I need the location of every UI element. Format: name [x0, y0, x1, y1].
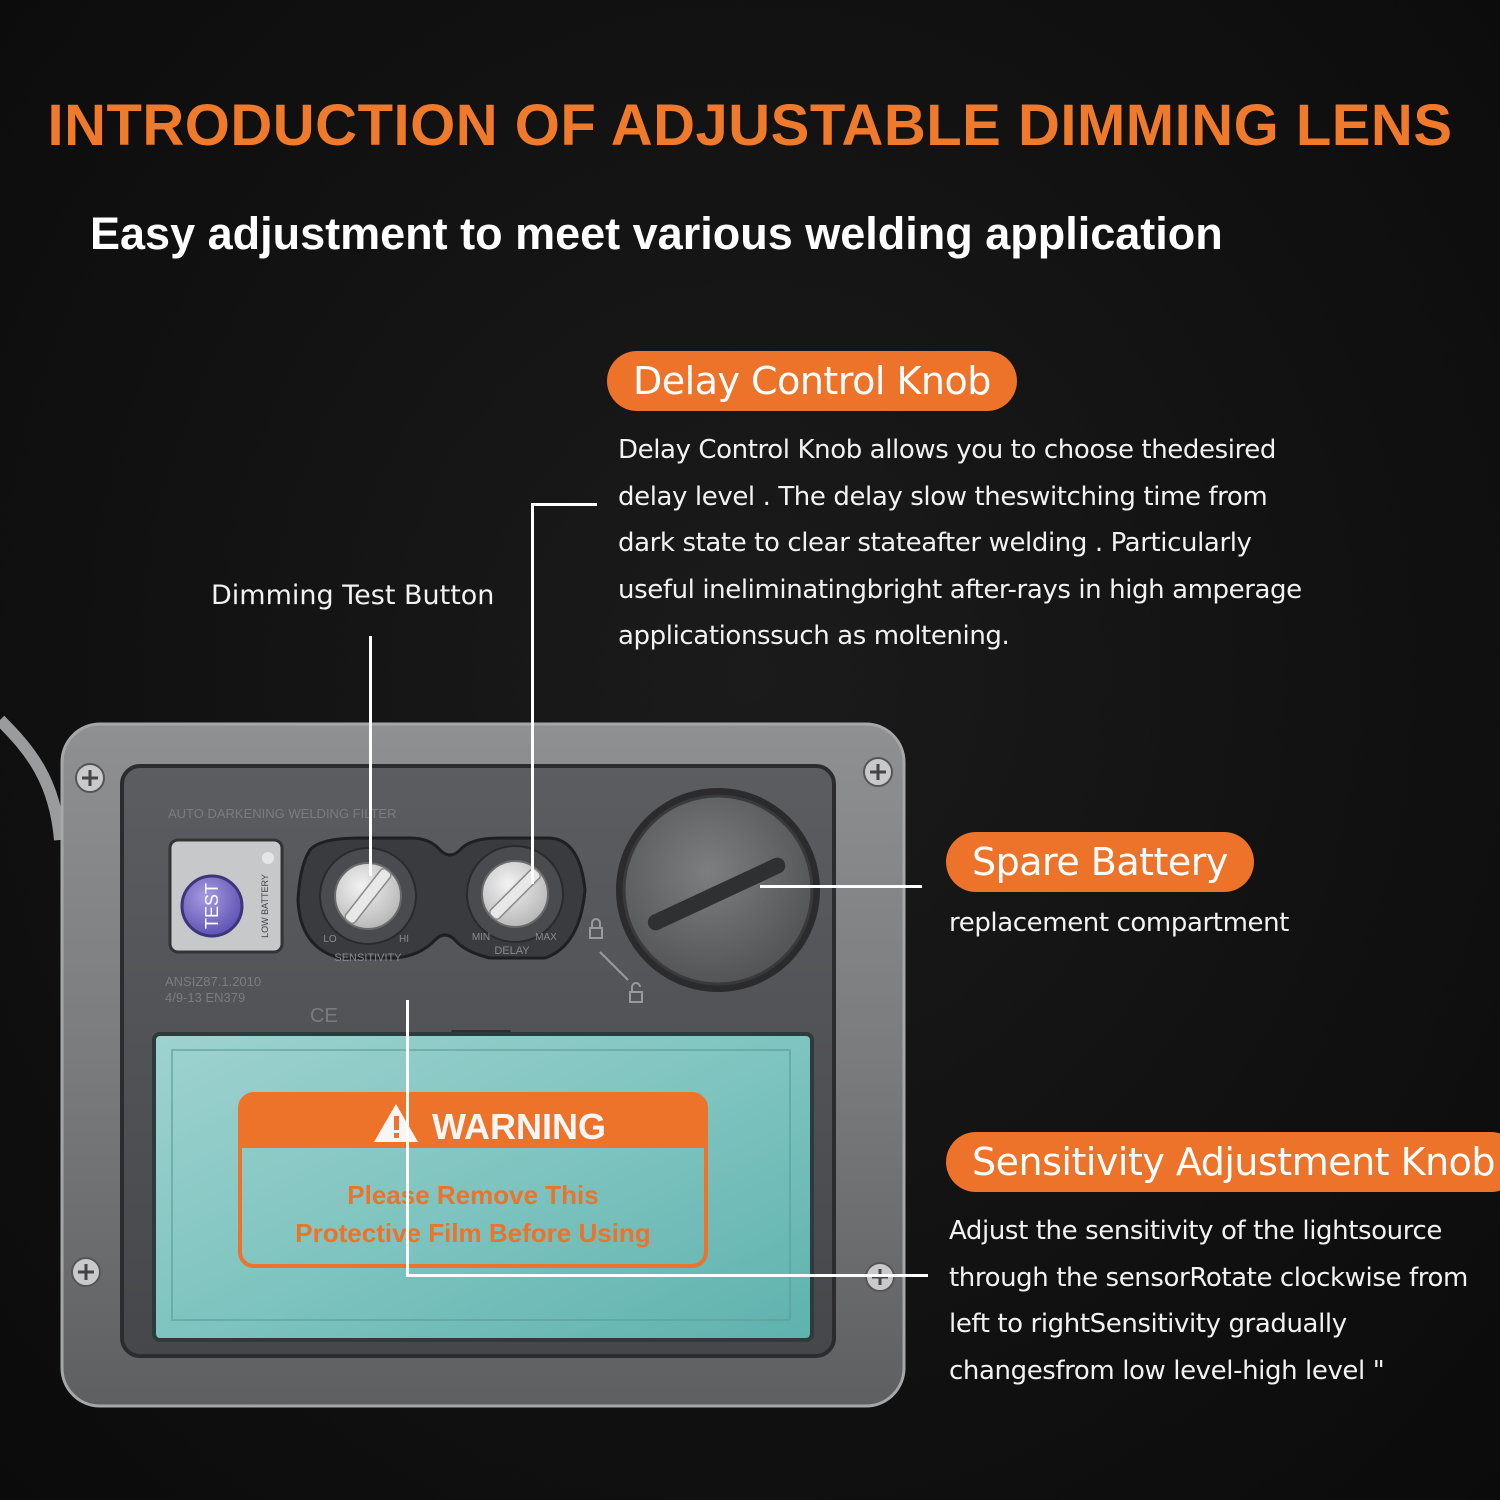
dimming-lens-device: AUTO DARKENING WELDING FILTER TEST LOW B…	[0, 715, 906, 1408]
delay-leader-line-vertical	[531, 504, 534, 884]
ce-mark: CE	[310, 1005, 338, 1027]
delay-dial-label: DELAY	[494, 945, 530, 957]
sensitivity-lo-label: LO	[323, 934, 337, 945]
standard-text-line2: 4/9-13 EN379	[165, 990, 245, 1005]
spare-battery-description: replacement compartment	[949, 908, 1289, 938]
sensitivity-knob-grip	[344, 867, 392, 925]
spare-battery-label: Spare Battery	[946, 832, 1254, 892]
arrow-icon	[599, 951, 629, 981]
delay-leader-line-horizontal	[531, 503, 597, 506]
page-title: INTRODUCTION OF ADJUSTABLE DIMMING LENS	[47, 93, 1453, 158]
brand-text: AUTO DARKENING WELDING FILTER	[168, 806, 397, 821]
warning-header	[240, 1094, 706, 1148]
battery-cover-slot	[647, 857, 786, 931]
screw-icon	[75, 763, 105, 793]
low-battery-led	[262, 852, 274, 864]
screw-icon	[71, 1257, 101, 1287]
screw-icon	[865, 1262, 895, 1292]
delay-knob-grip	[489, 868, 541, 920]
screw-icon	[863, 757, 893, 787]
lock-icon	[589, 918, 603, 939]
test-button-leader-line	[369, 636, 372, 876]
sensitivity-leader-line-horizontal	[406, 1274, 928, 1277]
cable	[0, 715, 66, 841]
standard-text-line1: ANSIZ87.1.2010	[165, 974, 261, 989]
battery-leader-line	[760, 885, 922, 888]
delay-control-knob-label: Delay Control Knob	[607, 351, 1017, 411]
delay-control-knob-description: Delay Control Knob allows you to choose …	[618, 435, 1302, 651]
dimming-test-button-label: Dimming Test Button	[211, 580, 495, 611]
sensitivity-adjustment-knob-label: Sensitivity Adjustment Knob	[946, 1132, 1500, 1192]
sensitivity-dial-label: SENSITIVITY	[334, 952, 402, 964]
warning-title: WARNING	[432, 1106, 606, 1147]
sensitivity-leader-line-vertical	[406, 1000, 409, 1276]
warning-line2: Protective Film Before Using	[295, 1218, 650, 1248]
page-subtitle: Easy adjustment to meet various welding …	[90, 208, 1223, 259]
sensitivity-hi-label: HI	[399, 934, 409, 945]
delay-max-label: MAX	[535, 932, 557, 943]
sensitivity-adjustment-knob-description: Adjust the sensitivity of the lightsourc…	[949, 1216, 1468, 1386]
delay-min-label: MIN	[472, 932, 490, 943]
unlock-icon	[629, 982, 643, 1003]
warning-line1: Please Remove This	[347, 1180, 598, 1210]
low-battery-text: LOW BATTERY	[260, 874, 270, 938]
lens-inner-border	[171, 1049, 791, 1321]
test-button-text: TEST	[202, 883, 222, 929]
test-button[interactable]	[180, 874, 244, 938]
